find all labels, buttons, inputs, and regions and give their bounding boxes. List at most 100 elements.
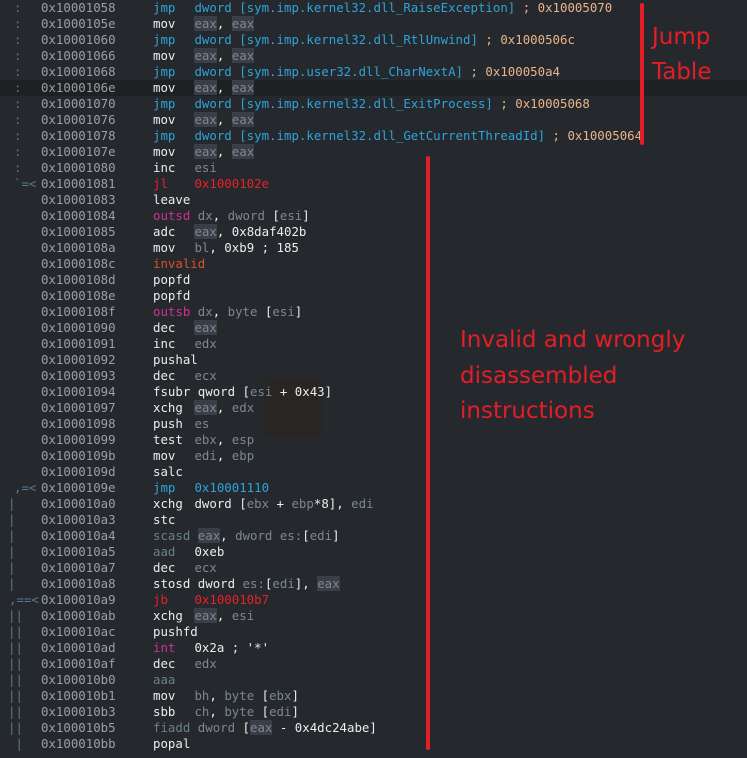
address[interactable]: 0x10001084 (41, 208, 116, 223)
address[interactable]: 0x100010a5 (41, 544, 116, 559)
address[interactable]: 0x100010ac (41, 624, 116, 639)
address[interactable]: 0x100010ab (41, 608, 116, 623)
address[interactable]: 0x10001099 (41, 432, 116, 447)
address[interactable]: 0x10001098 (41, 416, 116, 431)
address[interactable]: 0x100010b3 (41, 704, 116, 719)
address[interactable]: 0x100010a4 (41, 528, 116, 543)
address[interactable]: 0x1000105e (41, 16, 116, 31)
address[interactable]: 0x1000108f (41, 304, 116, 319)
address[interactable]: 0x10001076 (41, 112, 116, 127)
address[interactable]: 0x100010b5 (41, 720, 116, 735)
address[interactable]: 0x100010a3 (41, 512, 116, 527)
address[interactable]: 0x100010bb (41, 736, 116, 751)
address[interactable]: 0x100010a0 (41, 496, 116, 511)
address[interactable]: 0x10001066 (41, 48, 116, 63)
mnemonic: fsubr (153, 384, 191, 399)
register: ch (194, 704, 210, 719)
address[interactable]: 0x100010a9 (41, 592, 116, 607)
instruction: mov bh, byte [ebx] (153, 688, 299, 704)
address[interactable]: 0x1000108d (41, 272, 116, 287)
address[interactable]: 0x1000109d (41, 464, 116, 479)
address[interactable]: 0x1000108a (41, 240, 116, 255)
address[interactable]: 0x10001091 (41, 336, 116, 351)
address[interactable]: 0x1000109b (41, 448, 116, 463)
address[interactable]: 0x100010ad (41, 640, 116, 655)
address[interactable]: 0x10001060 (41, 32, 116, 47)
address[interactable]: 0x10001070 (41, 96, 116, 111)
address[interactable]: 0x10001080 (41, 160, 116, 175)
address[interactable]: 0x1000108c (41, 256, 116, 271)
address[interactable]: 0x10001097 (41, 400, 116, 415)
address[interactable]: 0x10001058 (41, 0, 116, 15)
address[interactable]: 0x1000107e (41, 144, 116, 159)
address[interactable]: 0x100010b1 (41, 688, 116, 703)
address[interactable]: 0x1000108e (41, 288, 116, 303)
address[interactable]: 0x100010af (41, 656, 116, 671)
address[interactable]: 0x100010b0 (41, 672, 116, 687)
address[interactable]: 0x100010a8 (41, 576, 116, 591)
address[interactable]: 0x10001068 (41, 64, 116, 79)
address[interactable]: 0x10001078 (41, 128, 116, 143)
address[interactable]: 0x1000109e (41, 480, 116, 495)
address[interactable]: 0x10001092 (41, 352, 116, 367)
address[interactable]: 0x1000106e (41, 80, 116, 95)
address[interactable]: 0x10001083 (41, 192, 116, 207)
instruction: dec ecx (153, 368, 217, 384)
register: eax (194, 80, 217, 95)
address[interactable]: 0x10001085 (41, 224, 116, 239)
address[interactable]: 0x10001090 (41, 320, 116, 335)
address[interactable]: 0x100010a7 (41, 560, 116, 575)
address[interactable]: 0x10001093 (41, 368, 116, 383)
address[interactable]: 0x10001094 (41, 384, 116, 399)
register: ebx (194, 432, 217, 447)
address[interactable]: 0x10001081 (41, 176, 116, 191)
listing-row[interactable]: 0x10001093 dec ecx (0, 368, 747, 384)
